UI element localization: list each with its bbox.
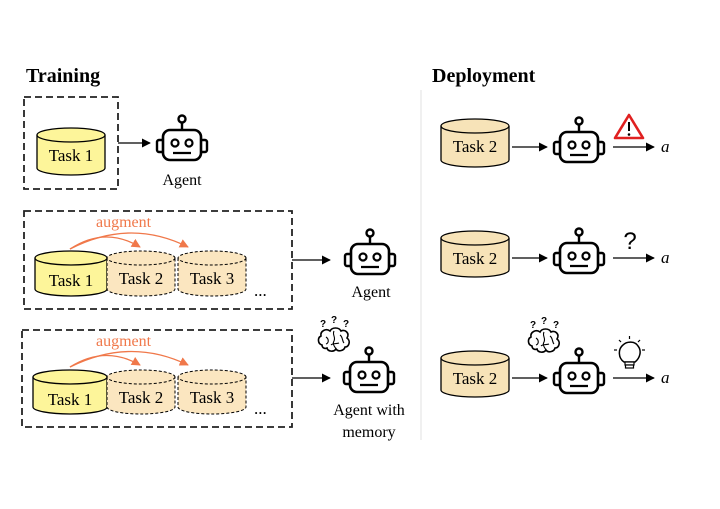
- question-mark-indicator: ?: [623, 228, 636, 255]
- brain-question-icon-training: [317, 314, 350, 352]
- action-label-deploy3: a: [661, 368, 670, 387]
- agent-label-row1: Agent: [162, 172, 202, 189]
- augment-arrow-row3-a: [69, 354, 141, 368]
- warning-icon: [613, 113, 645, 140]
- agent-label-row2: Agent: [351, 284, 391, 301]
- task-cylinder-row3-task1: Task 1: [32, 369, 108, 415]
- augment-arrow-row2-b: [69, 232, 189, 250]
- task-cylinder-deploy1: Task 2: [440, 118, 510, 168]
- action-label-deploy2: a: [661, 248, 670, 267]
- task-label: Task 2: [453, 369, 498, 388]
- task-label: Task 1: [49, 146, 94, 165]
- task-cylinder-deploy2: Task 2: [440, 230, 510, 278]
- ellipsis-row3: ...: [254, 399, 267, 418]
- task-cylinder-row2-task3: Task 3: [177, 250, 247, 297]
- agent-robot-icon-row1: [155, 114, 209, 162]
- augment-label-row2: augment: [96, 214, 152, 231]
- task-label: Task 1: [49, 271, 94, 290]
- task-cylinder-row3-task3: Task 3: [177, 369, 247, 415]
- task-cylinder-row3-task2: Task 2: [106, 369, 176, 415]
- task-label: Task 3: [190, 388, 235, 407]
- task-group-box-1: [23, 96, 119, 190]
- augment-arrow-row2-a: [69, 236, 141, 250]
- task-cylinder-deploy3: Task 2: [440, 350, 510, 398]
- agent-robot-icon-deploy2: [552, 227, 606, 275]
- agent-robot-icon-row2: [343, 228, 397, 276]
- ellipsis-row2: ...: [254, 281, 267, 300]
- deployment-title: Deployment: [432, 65, 536, 87]
- augment-arrow-row3-b: [69, 350, 189, 368]
- task-cylinder-row2-task2: Task 2: [106, 250, 176, 297]
- lightbulb-icon: [614, 336, 645, 369]
- brain-question-icon-deploy: [527, 315, 560, 353]
- task-cylinder-row1-task1: Task 1: [36, 127, 106, 176]
- task-label: Task 2: [453, 137, 498, 156]
- task-label: Task 2: [453, 249, 498, 268]
- task-group-box-3: [21, 329, 293, 428]
- agent-label-row3-line2: memory: [342, 424, 395, 441]
- augment-label-row3: augment: [96, 333, 152, 350]
- task-group-box-2: [23, 210, 293, 310]
- task-cylinder-row2-task1: Task 1: [34, 250, 108, 297]
- action-label-deploy1: a: [661, 137, 670, 156]
- training-title: Training: [26, 65, 100, 87]
- task-label: Task 2: [119, 388, 164, 407]
- task-label: Task 1: [48, 390, 93, 409]
- agent-robot-icon-deploy1: [552, 116, 606, 164]
- task-label: Task 3: [190, 269, 235, 288]
- agent-robot-icon-deploy3: [552, 347, 606, 395]
- agent-label-row3-line1: Agent with: [333, 402, 405, 419]
- task-label: Task 2: [119, 269, 164, 288]
- agent-robot-icon-row3: [342, 346, 396, 394]
